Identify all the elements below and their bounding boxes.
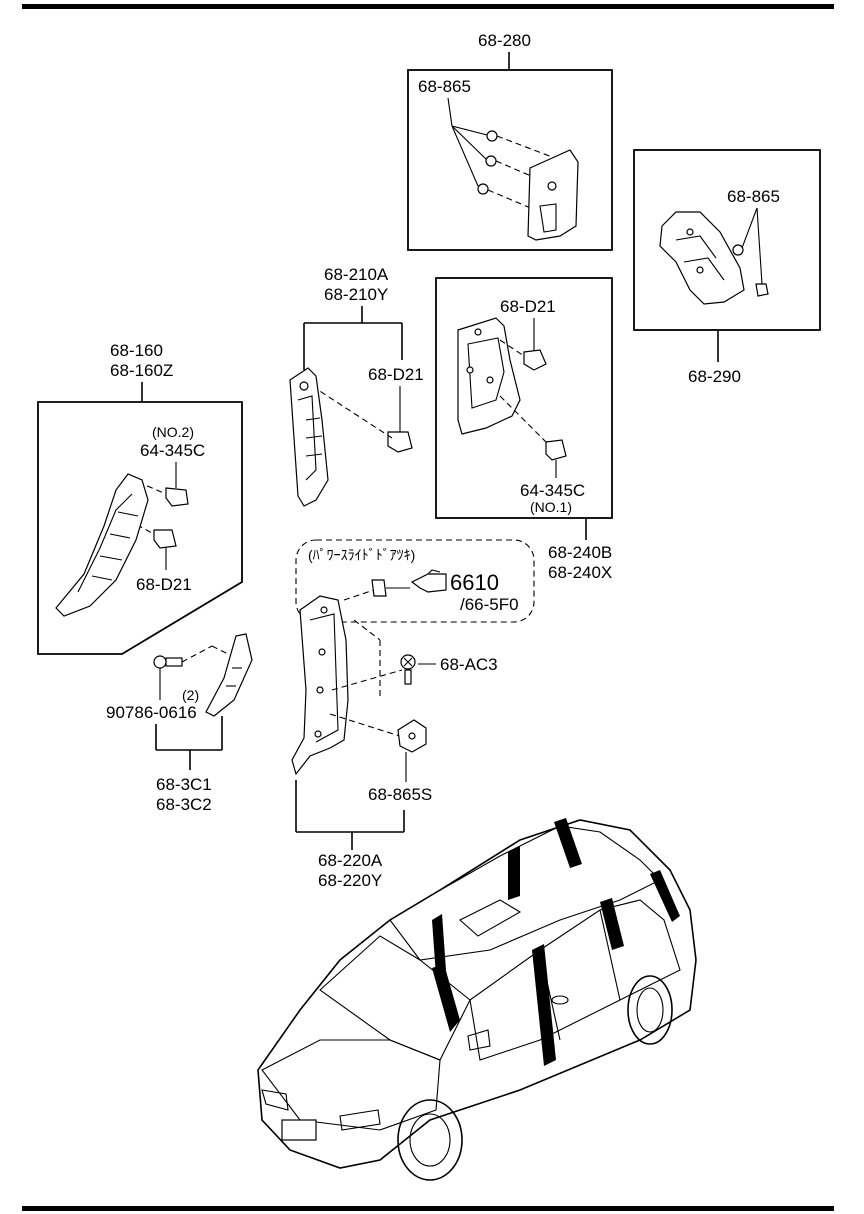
group-68-280: 68-280 68-865	[407, 31, 613, 251]
group-68-210: 68-210A 68-210Y 68-D21	[289, 265, 424, 507]
group-68-290: 68-865 68-290	[633, 149, 821, 386]
label-68-220Y[interactable]: 68-220Y	[318, 871, 382, 890]
label-68-280[interactable]: 68-280	[478, 31, 531, 50]
highlight-c-pillar	[554, 818, 582, 868]
label-68-D21-box[interactable]: 68-D21	[500, 297, 556, 316]
pointing-hand-icon	[410, 569, 447, 593]
clip-64-345C-left	[165, 487, 189, 507]
clip-68-D21-mid	[387, 431, 413, 453]
label-68-210A[interactable]: 68-210A	[324, 265, 389, 284]
highlight-d-pillar	[650, 870, 680, 922]
pillar-trim-68-220	[291, 595, 349, 776]
trim-panel-68-280	[527, 149, 579, 241]
label-68-D21-mid[interactable]: 68-D21	[368, 365, 424, 384]
bolt-90786-0616	[153, 655, 183, 669]
group-68-3C: (2) 90786-0616 68-3C1 68-3C2	[106, 633, 253, 814]
label-power-slide[interactable]: (ﾊﾟﾜｰｽﾗｲﾄﾞﾄﾞｱﾂｷ)	[308, 547, 415, 563]
highlight-b-pillar-lower	[532, 944, 556, 1066]
bottom-border-rule	[22, 1206, 834, 1211]
highlight-c-pillar-lower	[600, 898, 624, 950]
label-68-D21-left[interactable]: 68-D21	[136, 575, 192, 594]
pillar-trim-68-160	[55, 473, 149, 617]
clip-68-D21-left	[153, 529, 177, 549]
label-68-240X[interactable]: 68-240X	[548, 563, 612, 582]
highlight-a-pillar-lower	[432, 964, 460, 1032]
screw-68-AC3	[400, 654, 416, 685]
label-68-210Y[interactable]: 68-210Y	[324, 285, 388, 304]
trim-panel-68-240	[457, 317, 521, 435]
highlight-b-pillar	[508, 846, 520, 900]
label-68-160Z[interactable]: 68-160Z	[110, 361, 173, 380]
label-qty-2[interactable]: (2)	[182, 687, 199, 703]
label-64-345C-left[interactable]: 64-345C	[140, 441, 205, 460]
label-ref-66-5F0[interactable]: /66-5F0	[460, 595, 519, 614]
highlight-a-pillar	[432, 914, 446, 976]
label-68-220A[interactable]: 68-220A	[318, 851, 383, 870]
label-68-865S[interactable]: 68-865S	[368, 785, 432, 804]
group-68-240: 68-D21 64-345C (NO.1) 68-240B 68-240X	[435, 277, 613, 582]
label-64-345C-box[interactable]: 64-345C	[520, 481, 585, 500]
label-68-240B[interactable]: 68-240B	[548, 543, 612, 562]
group-68-160: 68-160 68-160Z (NO.2) 64-345C 68-D21	[37, 341, 243, 655]
trim-panel-68-3C	[205, 633, 253, 717]
label-68-290[interactable]: 68-290	[688, 367, 741, 386]
label-68-3C1[interactable]: 68-3C1	[156, 775, 212, 794]
label-ref-6610[interactable]: 6610	[450, 570, 499, 595]
label-90786-0616[interactable]: 90786-0616	[106, 703, 197, 722]
label-68-3C2[interactable]: 68-3C2	[156, 795, 212, 814]
label-68-865-top[interactable]: 68-865	[418, 77, 471, 96]
label-68-AC3[interactable]: 68-AC3	[440, 655, 498, 674]
pillar-trim-68-210	[289, 367, 329, 507]
label-68-160[interactable]: 68-160	[110, 341, 163, 360]
clip-68-D21-box	[523, 349, 547, 371]
trim-panel-68-290	[659, 211, 745, 305]
vehicle-illustration	[257, 818, 697, 1181]
label-no2[interactable]: (NO.2)	[152, 424, 194, 440]
group-68-220: 68-AC3 68-865S 68-220A 68-220Y	[291, 589, 498, 890]
label-68-865-right[interactable]: 68-865	[727, 187, 780, 206]
top-border-rule	[22, 4, 834, 9]
label-no1[interactable]: (NO.1)	[530, 499, 572, 515]
